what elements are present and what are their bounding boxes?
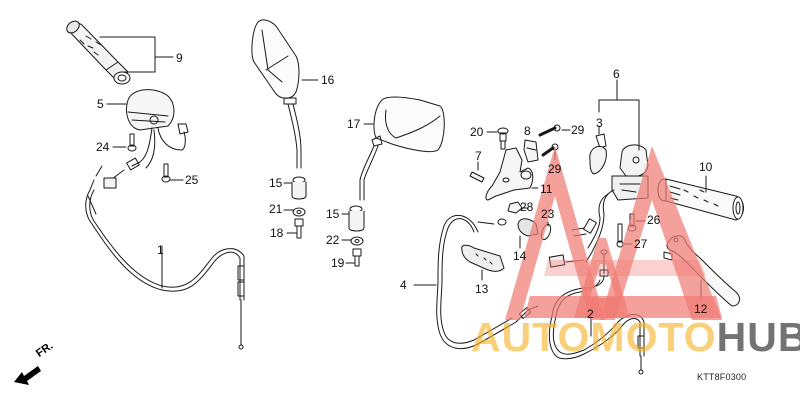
front-direction-arrow-icon — [14, 366, 41, 385]
clutch-switch-icon — [523, 139, 539, 163]
callout-23: 23 — [541, 207, 555, 221]
watermark-text-hub: HUB — [716, 314, 800, 360]
screw-29a-icon — [538, 124, 561, 137]
boot-icon — [461, 244, 505, 272]
callout-29-bottom: 29 — [548, 162, 562, 176]
screw-26-icon — [627, 213, 637, 232]
callout-2: 2 — [587, 307, 594, 321]
callout-9: 9 — [176, 51, 183, 65]
screw-29b-icon — [541, 143, 559, 157]
callout-16: 16 — [321, 73, 335, 87]
callout-28: 28 — [520, 200, 534, 214]
right-mirror-icon — [251, 19, 302, 169]
callout-3: 3 — [596, 116, 603, 130]
callout-27: 27 — [634, 237, 648, 251]
callout-1: 1 — [157, 243, 164, 257]
screw-27-icon — [616, 223, 624, 248]
left-grip-icon — [657, 178, 744, 221]
clutch-lever-icon — [663, 235, 740, 307]
callout-24: 24 — [96, 140, 110, 154]
callout-15-right: 15 — [269, 176, 283, 190]
callout-21: 21 — [269, 202, 283, 216]
callout-6: 6 — [613, 67, 620, 81]
throttle-cable-icon — [85, 165, 245, 350]
switch-component-icon — [589, 133, 607, 175]
pivot-bolt-icon — [497, 127, 509, 150]
right-switch-housing-icon — [103, 89, 189, 189]
screw-25-icon — [161, 163, 171, 183]
callout-11: 11 — [540, 182, 553, 196]
callout-14: 14 — [513, 249, 527, 263]
callout-25: 25 — [185, 173, 199, 187]
watermark-text: AUTOMOTOHUB — [471, 317, 800, 358]
diagram-reference-code: KTT8F0300 — [697, 372, 747, 382]
callout-4: 4 — [400, 278, 407, 292]
screw-24-icon — [127, 133, 137, 152]
callout-8: 8 — [524, 124, 531, 138]
callout-19: 19 — [331, 256, 345, 270]
mirror-adapter-left-icon — [348, 205, 365, 267]
clip-23-icon — [540, 223, 552, 241]
callout-13: 13 — [475, 282, 489, 296]
callout-17: 17 — [347, 117, 361, 131]
callout-5: 5 — [97, 97, 104, 111]
callout-18: 18 — [270, 226, 284, 240]
callout-7: 7 — [475, 149, 482, 163]
callout-15-left: 15 — [326, 207, 340, 221]
adjuster-cover-icon — [517, 218, 539, 237]
watermark-text-automoto: AUTOMOTO — [471, 314, 717, 360]
callout-12: 12 — [694, 302, 708, 316]
callout-29-top: 29 — [571, 123, 585, 137]
clip-7-icon — [469, 171, 485, 183]
mirror-adapter-right-icon — [291, 176, 307, 239]
left-mirror-icon — [359, 96, 445, 201]
throttle-grip-icon — [66, 20, 131, 85]
callout-26: 26 — [647, 213, 661, 227]
callout-20: 20 — [470, 125, 484, 139]
callout-10: 10 — [699, 160, 713, 174]
callout-22: 22 — [326, 233, 340, 247]
